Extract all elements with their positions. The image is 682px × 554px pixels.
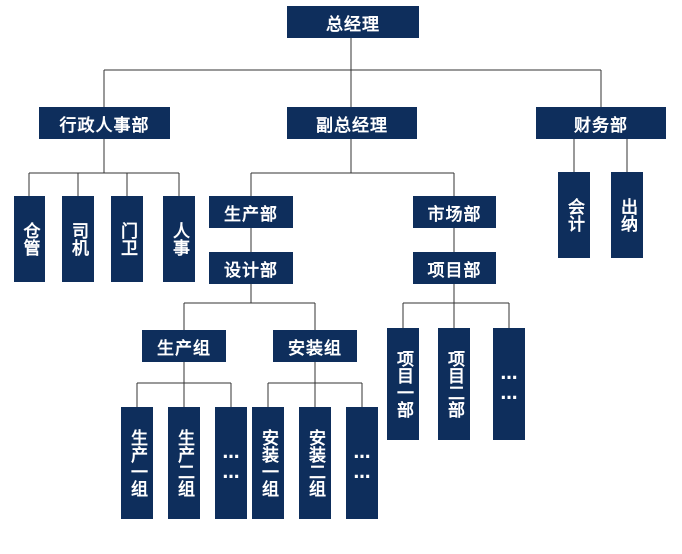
node-market-dept: 市场部 [413, 196, 496, 228]
node-install-2: 安装二组 [299, 407, 331, 519]
node-production-more: …… [215, 407, 247, 519]
node-project-dept: 项目部 [413, 252, 496, 284]
node-finance: 财务部 [536, 107, 666, 139]
node-cashier: 出纳 [611, 172, 643, 258]
node-design-dept: 设计部 [209, 252, 293, 284]
node-general-manager: 总经理 [287, 6, 419, 38]
node-deputy-gm: 副总经理 [287, 107, 417, 139]
node-guard: 门卫 [111, 196, 143, 282]
node-warehouse: 仓管 [14, 196, 45, 282]
node-project-1: 项目一部 [387, 328, 419, 440]
node-production-group: 生产组 [142, 330, 226, 362]
node-install-1: 安装一组 [252, 407, 284, 519]
node-production-dept: 生产部 [209, 196, 293, 228]
node-production-2: 生产二组 [168, 407, 200, 519]
node-project-more: …… [493, 328, 525, 440]
node-driver: 司机 [62, 196, 94, 282]
node-personnel: 人事 [163, 196, 195, 282]
node-install-group: 安装组 [273, 330, 357, 362]
node-project-2: 项目二部 [438, 328, 470, 440]
node-production-1: 生产一组 [121, 407, 153, 519]
node-admin-hr: 行政人事部 [39, 107, 170, 139]
node-install-more: …… [346, 407, 378, 519]
node-accounting: 会计 [558, 172, 590, 258]
